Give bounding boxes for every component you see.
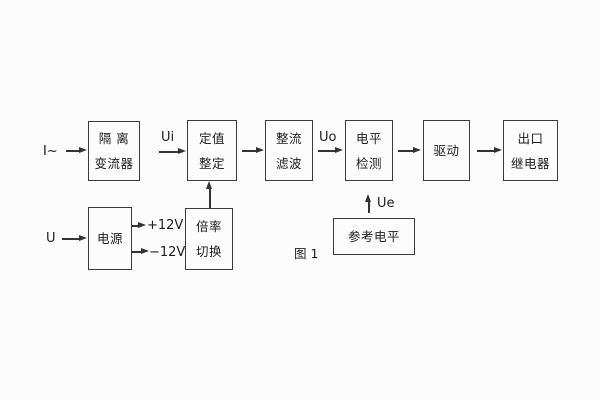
rail-positive-label: +12V: [147, 218, 184, 233]
block-label: 隔 离: [98, 131, 130, 146]
arrow-voltage-input: [62, 235, 87, 242]
arrow-ui-signal: [159, 148, 186, 155]
arrow-rail-negative: [132, 248, 149, 255]
arrowhead-right-icon: [138, 222, 146, 229]
arrowhead-up-icon: [365, 194, 371, 202]
block-driver: 驱动: [423, 120, 470, 181]
signal-ue-label: Ue: [377, 196, 395, 211]
block-label: 整流: [275, 130, 302, 146]
block-output-relay: 出口 继电器: [503, 120, 558, 181]
block-label: 整定: [198, 155, 225, 171]
signal-ui-label: Ui: [161, 130, 175, 145]
rail-negative-label: −12V: [149, 245, 186, 260]
arrowhead-right-icon: [256, 147, 264, 154]
arrowhead-right-icon: [178, 148, 186, 155]
arrowhead-right-icon: [494, 147, 502, 154]
block-isolation-transformer: 隔 离 变流器: [88, 121, 140, 181]
block-power-supply: 电源: [88, 207, 132, 270]
signal-uo-label: Uo: [319, 130, 337, 145]
block-label: 继电器: [510, 155, 550, 171]
arrow-uo-signal: [318, 147, 343, 154]
block-rectifier-filter: 整流 滤波: [265, 120, 313, 181]
arrow-detection-to-driver: [398, 147, 421, 154]
block-label: 参考电平: [347, 229, 400, 244]
arrowhead-right-icon: [79, 235, 87, 242]
arrow-ratio-to-setting: [206, 181, 212, 208]
arrow-current-input: [66, 147, 87, 154]
input-voltage-label: U: [46, 231, 56, 246]
arrowhead-right-icon: [335, 147, 343, 154]
arrowhead-up-icon: [206, 181, 212, 189]
arrow-ue-signal: [365, 194, 371, 213]
block-label: 滤波: [275, 155, 302, 171]
arrowhead-right-icon: [141, 248, 149, 255]
block-setting-adjustment: 定值 整定: [187, 120, 237, 181]
block-label: 驱动: [433, 143, 460, 158]
input-current-label: I~: [43, 144, 58, 159]
block-level-detection: 电平 检测: [345, 120, 393, 181]
block-ratio-switching: 倍率 切换: [185, 208, 233, 270]
arrow-setting-to-rectifier: [242, 147, 264, 154]
block-label: 变流器: [94, 156, 134, 171]
block-reference-level: 参考电平: [333, 218, 415, 255]
arrow-rail-positive: [132, 222, 146, 229]
block-label: 电源: [96, 231, 123, 246]
arrow-driver-to-relay: [477, 147, 502, 154]
arrowhead-right-icon: [413, 147, 421, 154]
block-label: 定值: [198, 130, 225, 146]
block-label: 切换: [195, 244, 222, 259]
block-label: 电平: [355, 130, 382, 146]
figure-caption: 图 1: [294, 246, 319, 261]
block-label: 出口: [517, 130, 544, 146]
block-label: 倍率: [195, 219, 222, 234]
arrowhead-right-icon: [79, 147, 87, 154]
block-label: 检测: [355, 155, 382, 171]
